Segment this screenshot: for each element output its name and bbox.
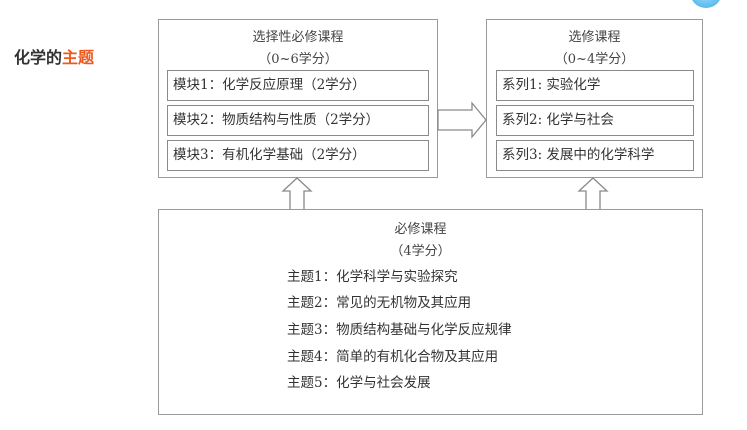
topic-item: 主题2：常见的无机物及其应用 [287,295,472,311]
topic-item: 主题4：简单的有机化合物及其应用 [287,349,499,365]
elective-box: 选修课程 （0~4学分） 系列1: 实验化学 系列2: 化学与社会 系列3: 发… [486,19,703,178]
elective-credits: （0~4学分） [554,52,635,67]
module-item: 模块3：有机化学基础（2学分） [167,140,429,171]
elective-required-title: 选择性必修课程 [252,30,344,45]
slide-title-highlight: 主题 [62,48,95,67]
topic-item: 主题3：物质结构基础与化学反应规律 [287,322,512,338]
arrow-up-icon [281,177,313,209]
module-item: 模块2：物质结构与性质（2学分） [167,105,429,136]
elective-required-box: 选择性必修课程 （0~6学分） 模块1：化学反应原理（2学分） 模块2：物质结构… [158,19,438,178]
elective-required-credits: （0~6学分） [258,52,338,67]
school-logo-icon [690,0,722,8]
arrow-right-icon [437,101,487,139]
topic-item: 主题1：化学科学与实验探究 [287,269,458,285]
required-title: 必修课程 [394,222,447,237]
elective-title: 选修课程 [568,30,621,45]
series-item: 系列3: 发展中的化学科学 [496,140,694,171]
slide-title: 化学的主题 [14,44,94,68]
arrow-up-icon [577,177,609,209]
series-item: 系列2: 化学与社会 [496,105,694,136]
series-item: 系列1: 实验化学 [496,70,694,101]
slide-title-prefix: 化学的 [14,48,63,67]
topic-item: 主题5：化学与社会发展 [287,375,431,391]
module-item: 模块1：化学反应原理（2学分） [167,70,429,101]
required-box: 必修课程 （4学分） 主题1：化学科学与实验探究 主题2：常见的无机物及其应用 … [158,209,703,415]
required-credits: （4学分） [390,244,451,259]
